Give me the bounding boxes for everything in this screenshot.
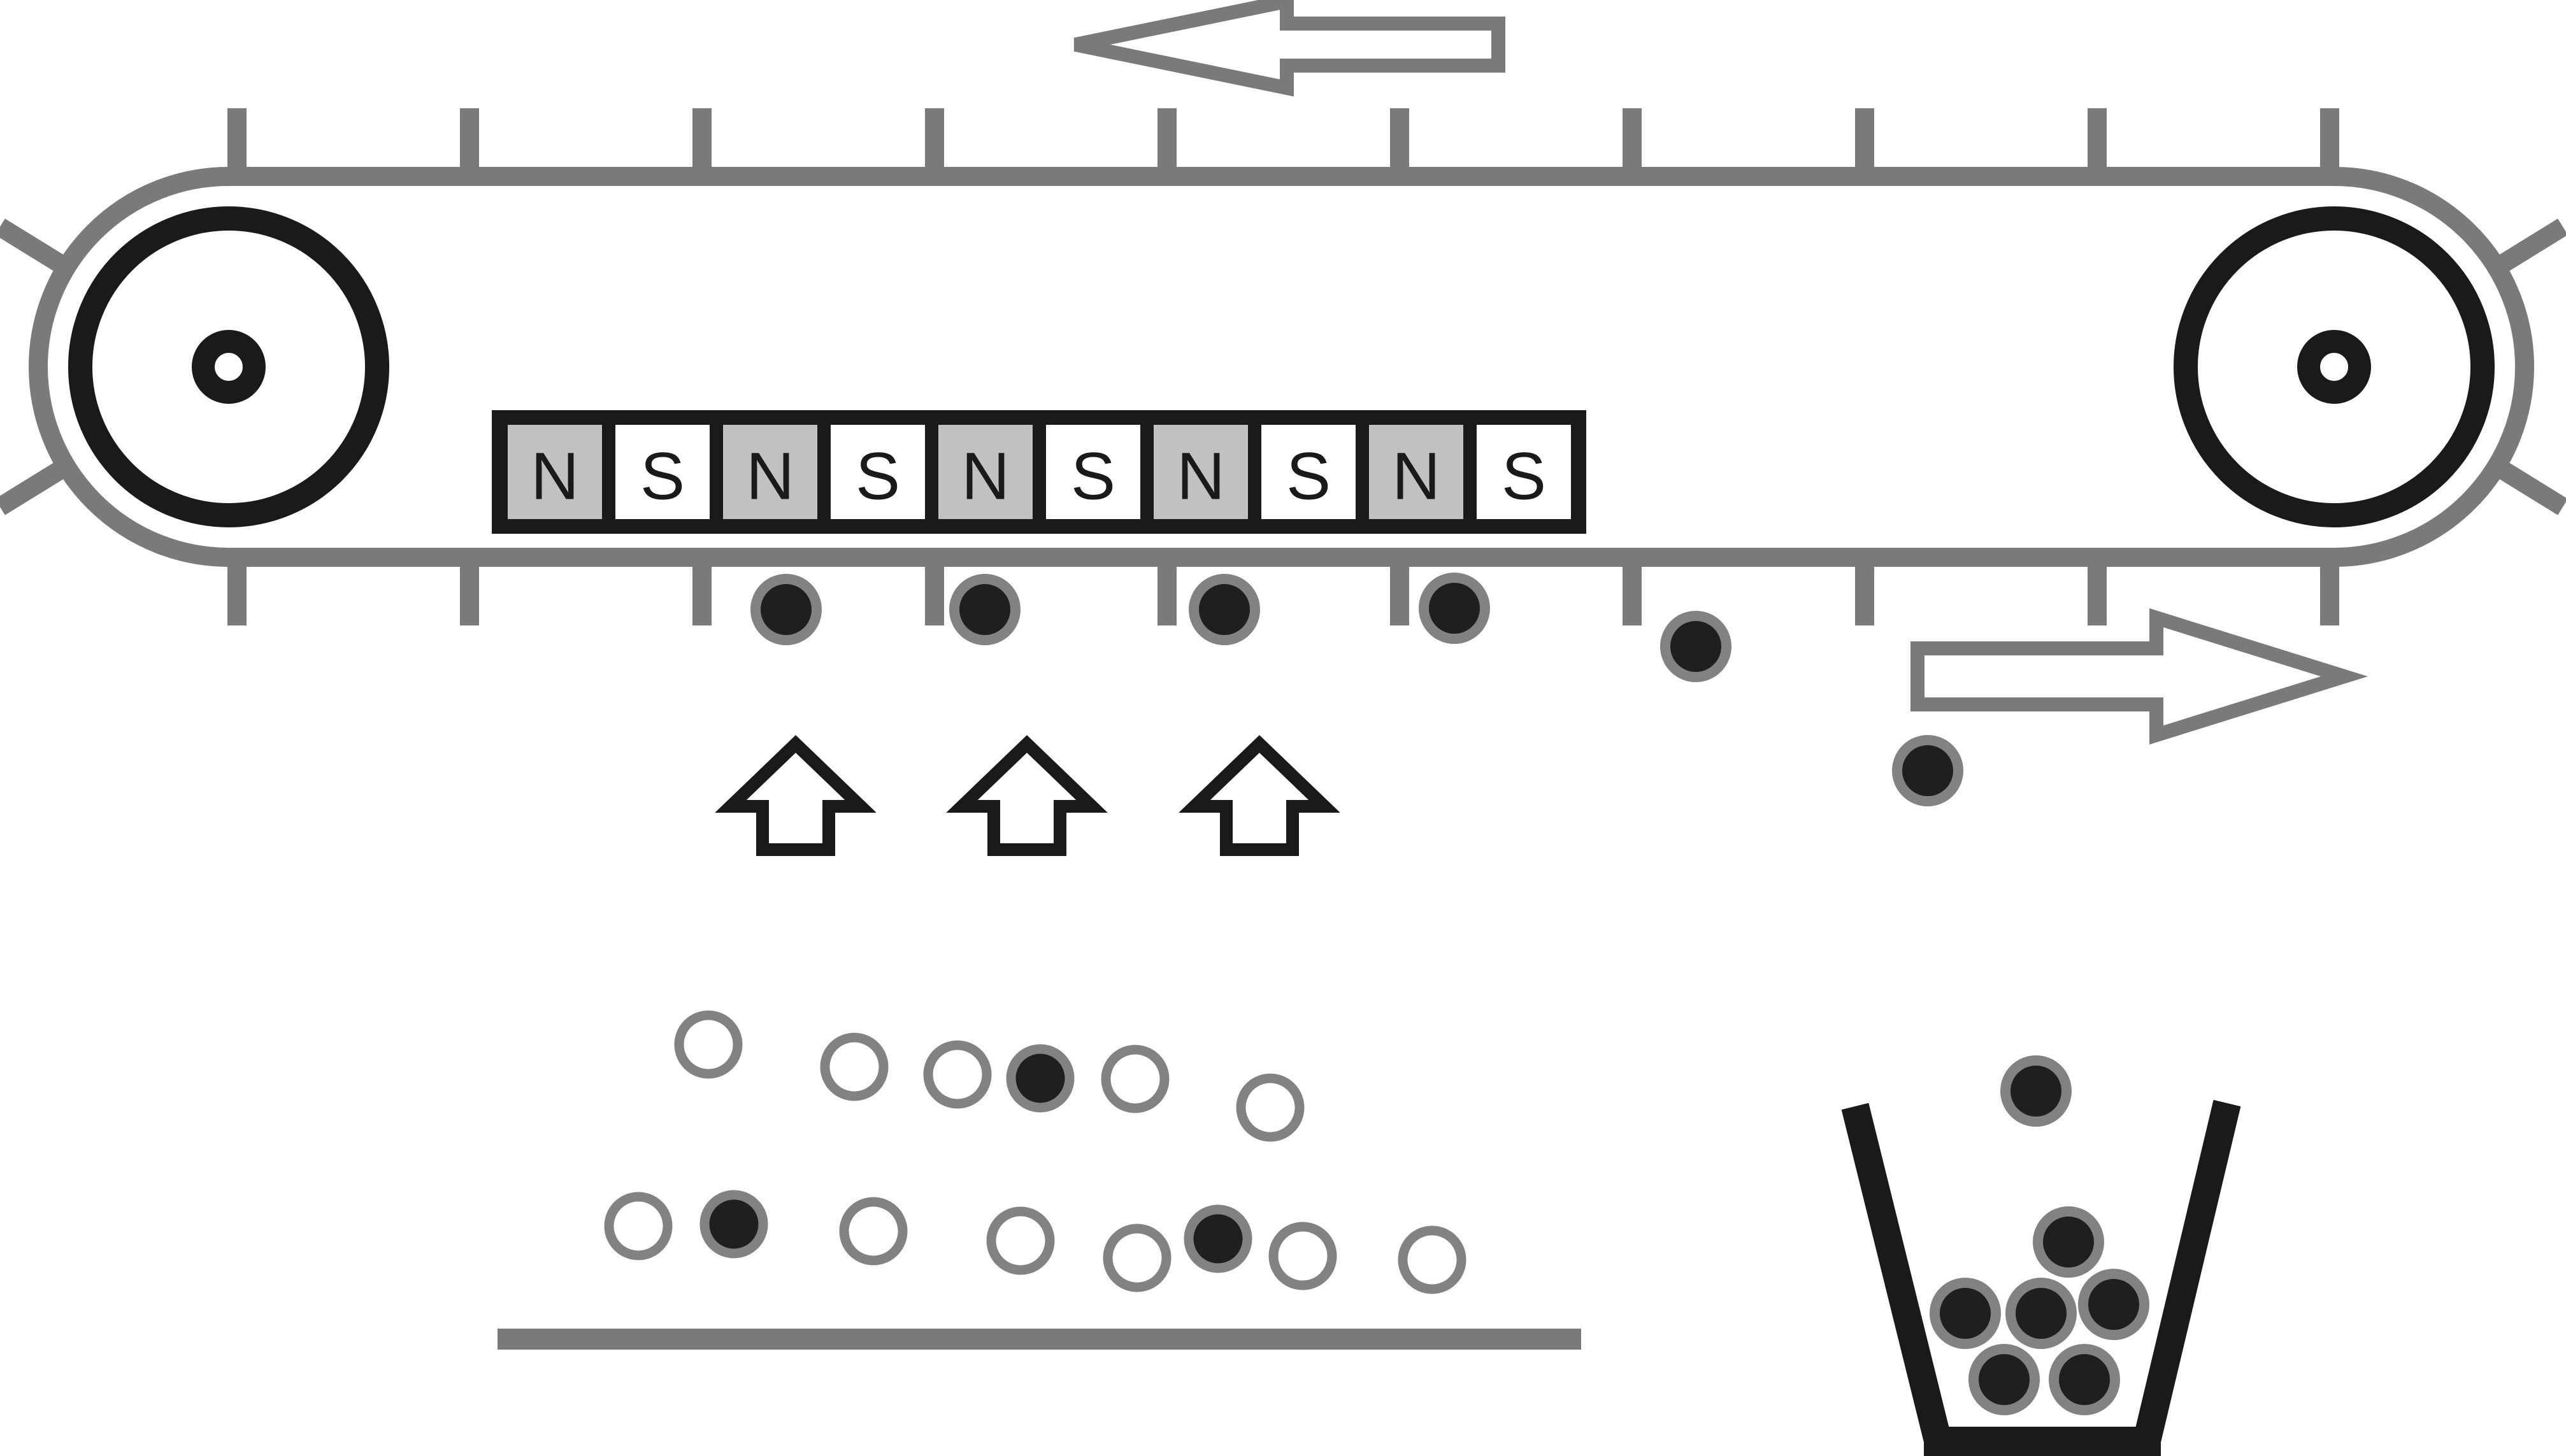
- belt-cleat: [692, 108, 712, 186]
- belt-cleat: [925, 108, 944, 186]
- magnet-pole-label: N: [1392, 439, 1440, 514]
- magnet-cells: N S N S N S N S N S: [508, 425, 1571, 519]
- magnetic-particle: [750, 574, 822, 645]
- discharge-direction-arrow-right: [1910, 608, 2368, 745]
- belt-cleats-corner: [0, 218, 2566, 515]
- bucket-wall-left: [1841, 1103, 1952, 1445]
- magnet-pole-label: S: [856, 439, 900, 514]
- pulley-right-rim: [2174, 206, 2495, 527]
- belt-cleat: [0, 218, 65, 272]
- belt-cleat: [2498, 218, 2566, 272]
- belt-outline: [29, 167, 2534, 567]
- belt-cleats-top: [227, 108, 2339, 186]
- magnetic-particle: [699, 1190, 768, 1259]
- magnetic-particle-collected: [2049, 1344, 2120, 1415]
- magnet-pole-label: S: [1286, 439, 1331, 514]
- belt-cleat: [692, 548, 712, 625]
- magnet-pole-cell: [1154, 425, 1248, 519]
- belt-cleat: [0, 462, 65, 515]
- magnetic-particle: [1184, 1204, 1252, 1273]
- magnet-pole-label: N: [531, 439, 579, 514]
- magnetic-particle: [1419, 573, 1490, 644]
- attraction-arrows: [715, 735, 1340, 856]
- magnet-bar: N S N S N S N S N S: [492, 410, 1586, 534]
- pulley-left-hub: [192, 330, 266, 404]
- belt-cleat: [2320, 108, 2339, 186]
- belt-direction-arrow-left: [1073, 0, 1505, 97]
- attraction-arrow-up: [1179, 735, 1340, 856]
- magnet-pole-label: S: [1502, 439, 1546, 514]
- magnetic-particle-collected: [1930, 1278, 2001, 1349]
- magnet-pole-label: N: [746, 439, 794, 514]
- nonmagnetic-particle: [674, 1010, 743, 1079]
- magnet-pole-cell: [1261, 425, 1356, 519]
- nonmagnetic-particle: [1236, 1073, 1305, 1142]
- attraction-arrow-up: [715, 735, 877, 856]
- magnet-pole-label: N: [961, 439, 1010, 514]
- belt-cleat: [1158, 108, 1177, 186]
- belt-cleat: [1390, 108, 1409, 186]
- nonmagnetic-particle: [839, 1197, 908, 1266]
- belt-cleat: [2088, 108, 2107, 186]
- pulley-left: [68, 206, 389, 527]
- belt-cleat: [2088, 548, 2107, 625]
- belt-cleat: [1855, 548, 1874, 625]
- belt-cleat: [925, 548, 944, 625]
- nonmagnetic-particle: [604, 1192, 673, 1260]
- particles-under-belt: [750, 573, 1490, 645]
- particles-falling: [1660, 611, 2072, 1127]
- nonmagnetic-particle: [820, 1032, 889, 1101]
- magnet-pole-cell: [615, 425, 710, 519]
- magnet-pole-cell: [723, 425, 817, 519]
- nonmagnetic-particle: [1101, 1045, 1170, 1113]
- magnet-pole-cell: [1477, 425, 1571, 519]
- magnetic-particle-falling: [2000, 1055, 2072, 1127]
- magnetic-particle-collected: [2033, 1206, 2104, 1278]
- bucket-base: [1924, 1427, 2161, 1456]
- magnet-pole-cell: [1369, 425, 1463, 519]
- nonmagnetic-particle: [1398, 1225, 1466, 1294]
- belt-cleat: [1623, 548, 1642, 625]
- belt-cleat: [2320, 548, 2339, 625]
- feed-pile: [498, 1010, 1581, 1350]
- nonmagnetic-particle: [1268, 1222, 1337, 1290]
- pulley-right: [2174, 206, 2495, 527]
- nonmagnetic-particle: [1103, 1224, 1172, 1292]
- belt-cleat: [1855, 108, 1874, 186]
- collection-bucket: [1841, 1099, 2241, 1456]
- belt-cleat: [1390, 548, 1409, 625]
- belt-cleat: [2498, 462, 2566, 515]
- bucket-wall-right: [2133, 1099, 2241, 1445]
- pulley-right-hub: [2297, 330, 2371, 404]
- magnet-pole-label: S: [640, 439, 685, 514]
- magnet-pole-cell: [831, 425, 925, 519]
- magnet-pole-cell: [1046, 425, 1140, 519]
- belt-cleats-bottom: [227, 548, 2339, 625]
- magnet-pole-label: S: [1071, 439, 1115, 514]
- belt-cleat: [1623, 108, 1642, 186]
- magnetic-particle-collected: [1968, 1344, 2040, 1415]
- attraction-arrow-up: [946, 735, 1108, 856]
- pulley-left-rim: [68, 206, 389, 527]
- magnetic-particle-collected: [2005, 1278, 2077, 1349]
- magnet-pole-cell: [938, 425, 1033, 519]
- feed-tray-line: [498, 1329, 1581, 1350]
- nonmagnetic-particle: [923, 1040, 992, 1109]
- magnetic-particle-collected: [2078, 1269, 2149, 1340]
- magnetic-particle: [949, 574, 1021, 645]
- magnetic-particle-falling: [1892, 735, 1963, 806]
- conveyor-belt: [0, 108, 2566, 625]
- nonmagnetic-particle: [986, 1206, 1055, 1275]
- belt-cleat: [227, 108, 247, 186]
- magnetic-particle: [1006, 1044, 1075, 1113]
- magnet-pole-cell: [508, 425, 602, 519]
- belt-cleat: [227, 548, 247, 625]
- belt-cleat: [1158, 548, 1177, 625]
- magnetic-particle: [1189, 574, 1260, 645]
- magnet-pole-label: N: [1177, 439, 1225, 514]
- belt-cleat: [460, 548, 479, 625]
- belt-cleat: [460, 108, 479, 186]
- magnetic-particle-falling: [1660, 611, 1731, 682]
